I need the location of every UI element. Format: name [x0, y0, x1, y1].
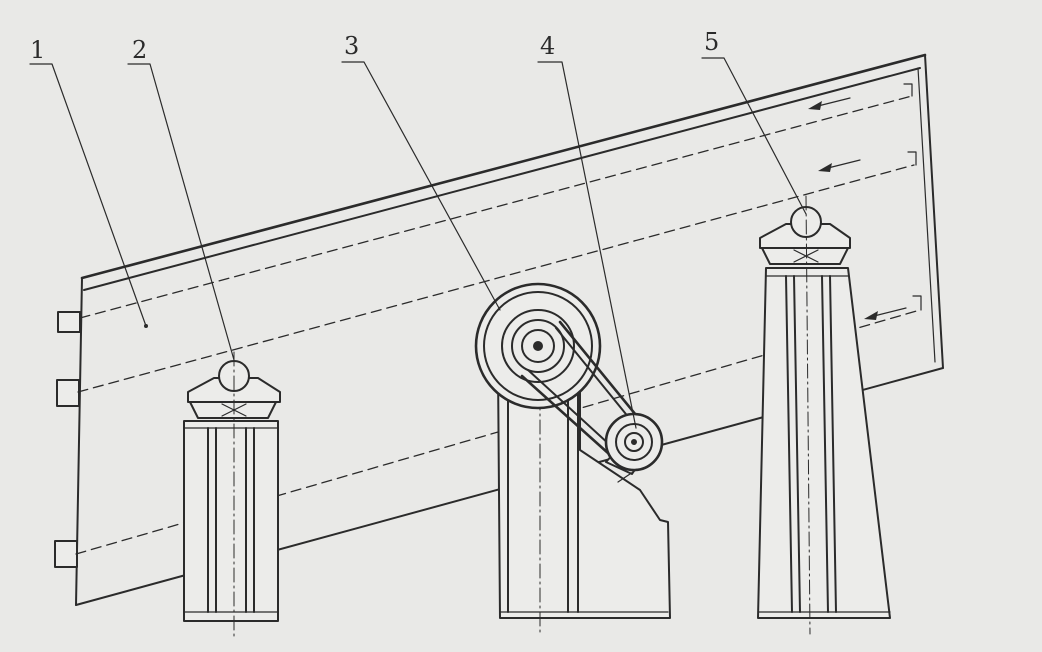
screen-top-edge: [80, 53, 927, 280]
left-support: [183, 351, 281, 637]
callout-label-2: 2: [132, 36, 147, 64]
screen-top-inner-edge: [83, 67, 921, 291]
right-spring-cross: [793, 249, 819, 263]
leader-line-2: [127, 63, 235, 361]
leader-line-5: [701, 57, 807, 215]
deck-step-3: [912, 295, 922, 311]
screen-deck-upper: [79, 95, 913, 319]
flow-arrow-upper: [808, 97, 851, 110]
left-column: [183, 420, 279, 622]
callout-label-1: 1: [30, 36, 45, 64]
exciter-pulley: [474, 282, 602, 410]
flow-arrow-middle: [818, 159, 861, 172]
leader-line-4: [537, 61, 637, 429]
callout-label-4: 4: [540, 32, 555, 60]
screen-lug-bottom: [54, 540, 78, 568]
right-support: [757, 195, 891, 635]
leader-line-3: [341, 61, 501, 311]
motor-pulley: [604, 412, 664, 472]
screen-lug-middle: [56, 379, 80, 407]
deck-step-1: [903, 83, 913, 97]
flow-arrow-lower: [864, 307, 907, 320]
callout-label-5: 5: [704, 28, 719, 56]
screen-lug-top: [57, 311, 81, 333]
screen-right-edge: [924, 54, 944, 369]
callouts: 1 2 3 4 5: [29, 28, 807, 429]
screen-deck-middle: [77, 164, 915, 393]
leader-line-1: [29, 63, 147, 327]
screen-right-inner-edge: [917, 67, 936, 363]
right-centerline: [805, 195, 811, 635]
deck-step-2: [907, 151, 917, 166]
middle-column-body: [497, 367, 671, 619]
callout-label-3: 3: [344, 32, 359, 60]
